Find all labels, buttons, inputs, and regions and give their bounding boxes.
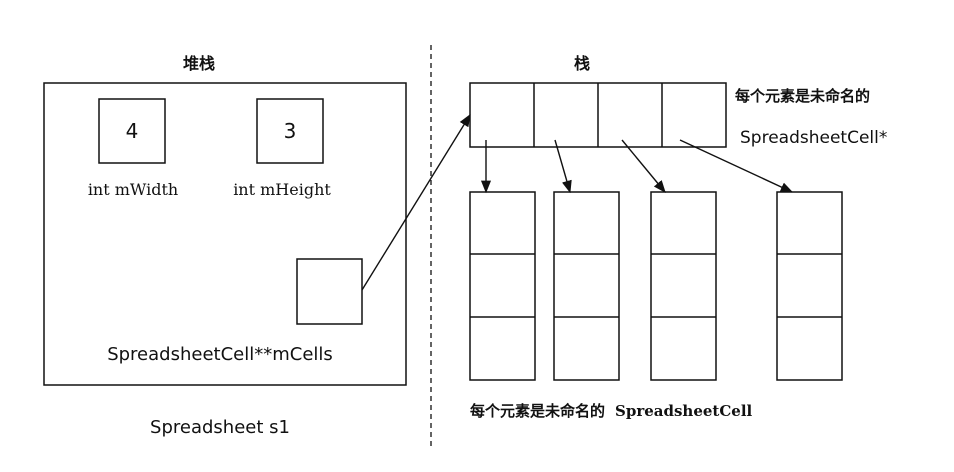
width-label: int mWidth <box>88 180 178 199</box>
height-label: int mHeight <box>233 180 331 199</box>
right-heading: 栈 <box>574 54 590 73</box>
cell-column-1 <box>469 191 536 381</box>
cells-label: SpreadsheetCell**mCells <box>107 344 333 365</box>
width-value: 4 <box>126 119 139 143</box>
spreadsheet-object-box <box>43 82 407 386</box>
pointer-array-note-line2: SpreadsheetCell* <box>740 128 887 148</box>
bottom-note-prefix: 每个元素是未命名的 <box>470 402 605 420</box>
pointer-2-arrow <box>554 139 572 194</box>
pointer-array-note-line1: 每个元素是未命名的 <box>735 87 870 105</box>
cell-column-3 <box>650 191 717 381</box>
cells-to-array-arrow <box>361 113 471 291</box>
cell-column-outline <box>553 191 620 381</box>
pointer-3-arrow <box>621 139 666 193</box>
cells-pointer-box <box>296 258 363 325</box>
bottom-note-type: SpreadsheetCell <box>615 402 753 420</box>
pointer-array <box>469 82 727 148</box>
cell-column-4 <box>776 191 843 381</box>
spreadsheet-caption: Spreadsheet s1 <box>150 417 290 438</box>
height-value: 3 <box>284 119 297 143</box>
cell-column-outline <box>469 191 536 381</box>
cell-column-outline <box>650 191 717 381</box>
cell-column-2 <box>553 191 620 381</box>
bottom-note: 每个元素是未命名的 SpreadsheetCell <box>470 402 753 420</box>
cell-column-outline <box>776 191 843 381</box>
left-heading: 堆栈 <box>183 54 215 73</box>
width-value-box <box>98 98 166 164</box>
pointer-4-arrow <box>679 139 794 193</box>
height-value-box <box>256 98 324 164</box>
